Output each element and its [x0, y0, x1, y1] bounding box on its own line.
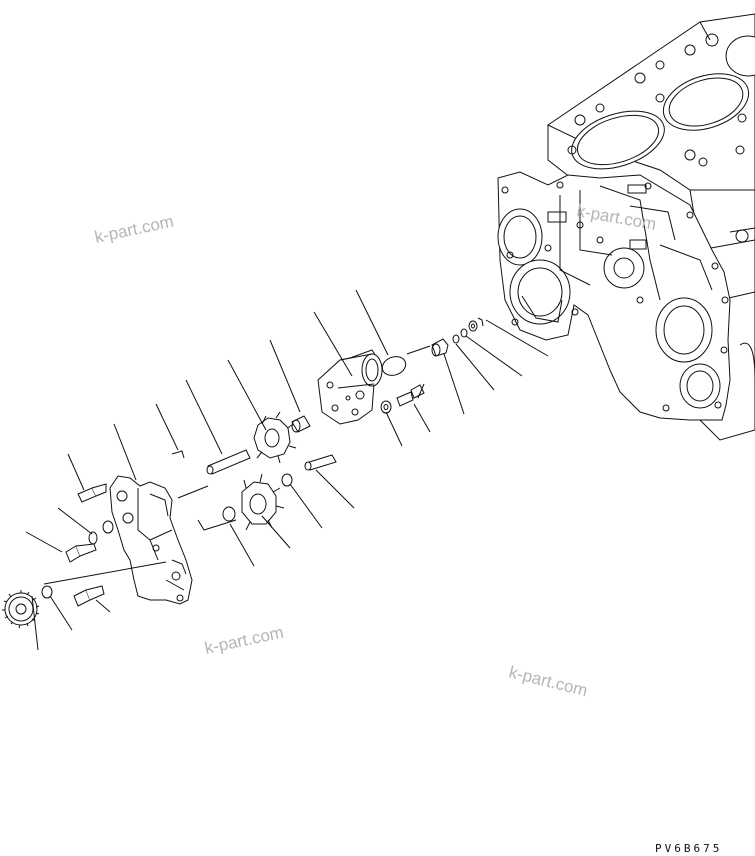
inner-gear — [253, 411, 297, 464]
bolt-upper — [77, 483, 107, 503]
front-plate — [497, 171, 731, 421]
bolt-middle — [65, 543, 97, 563]
bolt-lower — [73, 585, 105, 607]
washer-sprocket — [41, 585, 53, 599]
outer-gear — [241, 473, 285, 531]
shaft-lower — [304, 454, 337, 471]
washer-left — [88, 520, 114, 545]
bushing-upper — [291, 415, 311, 433]
o-ring — [381, 356, 407, 376]
pump-cover — [317, 349, 383, 425]
assembly-lines — [43, 383, 425, 585]
drive-gear — [2, 590, 40, 629]
relief-valve-parts — [406, 317, 484, 357]
watermark-3: k-part.com — [203, 623, 285, 658]
pump-body — [109, 475, 193, 605]
key-pin — [171, 450, 185, 459]
bushing-lower — [222, 473, 293, 522]
watermark-1: k-part.com — [93, 212, 175, 247]
cover-bolt — [380, 384, 425, 414]
drawing-code: PV6B675 — [655, 842, 722, 855]
leader-lines — [25, 289, 549, 651]
shaft-upper — [206, 449, 251, 475]
watermark-4: k-part.com — [507, 662, 590, 700]
